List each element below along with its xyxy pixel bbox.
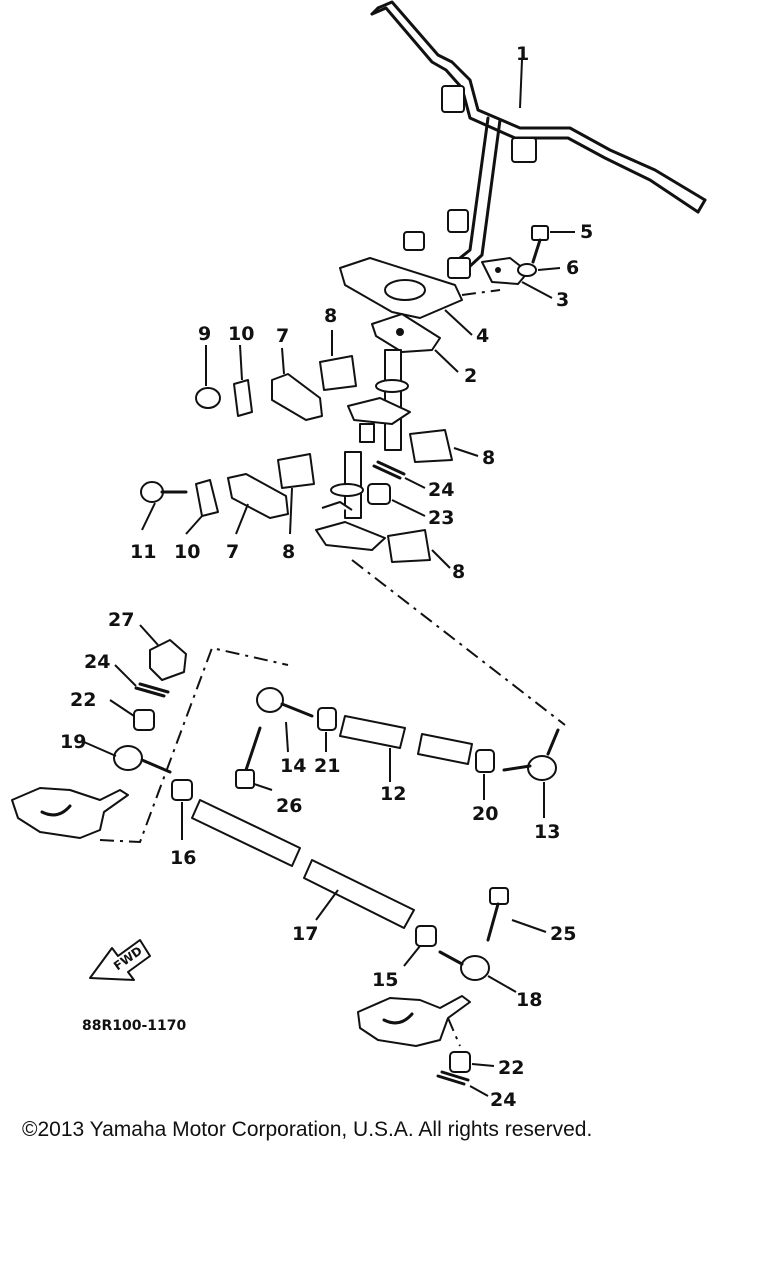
callout-10a: 10 <box>228 323 254 345</box>
lower-column <box>315 451 566 726</box>
callout-22b: 22 <box>498 1057 524 1079</box>
nut-15 <box>403 925 437 967</box>
bolt-11 <box>140 481 188 531</box>
callout-27: 27 <box>108 609 134 631</box>
cotter-pin-24-right <box>436 1070 489 1097</box>
clamp-7-upper <box>271 347 323 421</box>
cotter-pin-24-left <box>114 664 170 698</box>
tie-rod-end-13 <box>502 728 560 818</box>
callout-labels: 1 5 6 3 4 2 9 10 7 8 8 24 23 8 11 10 7 8… <box>60 43 593 1110</box>
plate-10-lower <box>185 479 219 535</box>
callout-15: 15 <box>372 969 398 991</box>
knuckle-right <box>357 995 471 1047</box>
callout-2: 2 <box>464 365 477 387</box>
callout-3: 3 <box>556 289 569 311</box>
cap-27 <box>139 624 187 681</box>
plate-10-upper <box>233 344 253 417</box>
callout-9: 9 <box>198 323 211 345</box>
nut-22-left <box>109 699 155 731</box>
nut-22-right <box>449 1051 495 1073</box>
callout-17: 17 <box>292 923 318 945</box>
callout-8d: 8 <box>452 561 465 583</box>
callout-26: 26 <box>276 795 302 817</box>
bushing-8-left-lower <box>277 453 315 535</box>
callout-8c: 8 <box>282 541 295 563</box>
callout-21: 21 <box>314 755 340 777</box>
callout-11: 11 <box>130 541 156 563</box>
callout-12: 12 <box>380 783 406 805</box>
diagram-code: 88R100-1170 <box>82 1018 187 1034</box>
nut-21 <box>317 707 337 752</box>
callout-5: 5 <box>580 221 593 243</box>
handlebar <box>370 0 707 279</box>
sleeve-12b <box>417 733 473 765</box>
bolt-25 <box>486 887 547 942</box>
callout-1: 1 <box>516 43 529 65</box>
steering-column <box>347 313 459 451</box>
tie-rod-end-18 <box>438 950 517 993</box>
tie-rod-end-19 <box>83 741 172 774</box>
copyright-notice: ©2013 Yamaha Motor Corporation, U.S.A. A… <box>22 1118 593 1141</box>
callout-23: 23 <box>428 507 454 529</box>
shaft-17 <box>191 799 415 929</box>
bushing-8-left-upper <box>319 330 357 391</box>
bushing-8-right-lower <box>387 529 451 569</box>
callout-24b: 24 <box>84 651 110 673</box>
bolt-26 <box>235 726 273 791</box>
tie-rod-end-14 <box>256 687 314 753</box>
steering-exploded-diagram: FWD 88R100-1170 1 5 6 3 4 2 9 10 7 8 8 2… <box>11 0 707 1110</box>
cotter-pin-24-upper <box>372 460 426 489</box>
forward-arrow: FWD <box>89 939 151 981</box>
callout-6: 6 <box>566 257 579 279</box>
clamp-7-lower <box>227 473 289 535</box>
callout-7a: 7 <box>276 325 289 347</box>
sleeve-12 <box>339 715 406 782</box>
callout-10b: 10 <box>174 541 200 563</box>
nut-23 <box>367 483 426 517</box>
callout-16: 16 <box>170 847 196 869</box>
callout-14: 14 <box>280 755 306 777</box>
washer-6 <box>517 263 561 277</box>
clamp-3 <box>461 257 553 299</box>
callout-24c: 24 <box>490 1089 516 1110</box>
callout-25: 25 <box>550 923 576 945</box>
knuckle-left <box>11 787 129 839</box>
callout-7b: 7 <box>226 541 239 563</box>
bushing-8-right-upper <box>409 429 479 463</box>
callout-19: 19 <box>60 731 86 753</box>
bolt-5 <box>531 225 575 264</box>
upper-bracket <box>339 257 473 336</box>
nut-16 <box>171 779 193 840</box>
callout-8b: 8 <box>482 447 495 469</box>
callout-8a: 8 <box>324 305 337 327</box>
callout-4: 4 <box>476 325 489 347</box>
leader-16-path <box>99 646 289 844</box>
cap-9 <box>195 345 221 409</box>
callout-13: 13 <box>534 821 560 843</box>
callout-22a: 22 <box>70 689 96 711</box>
nut-20 <box>475 749 495 800</box>
callout-24a: 24 <box>428 479 454 501</box>
callout-20: 20 <box>472 803 498 825</box>
callout-18: 18 <box>516 989 542 1011</box>
